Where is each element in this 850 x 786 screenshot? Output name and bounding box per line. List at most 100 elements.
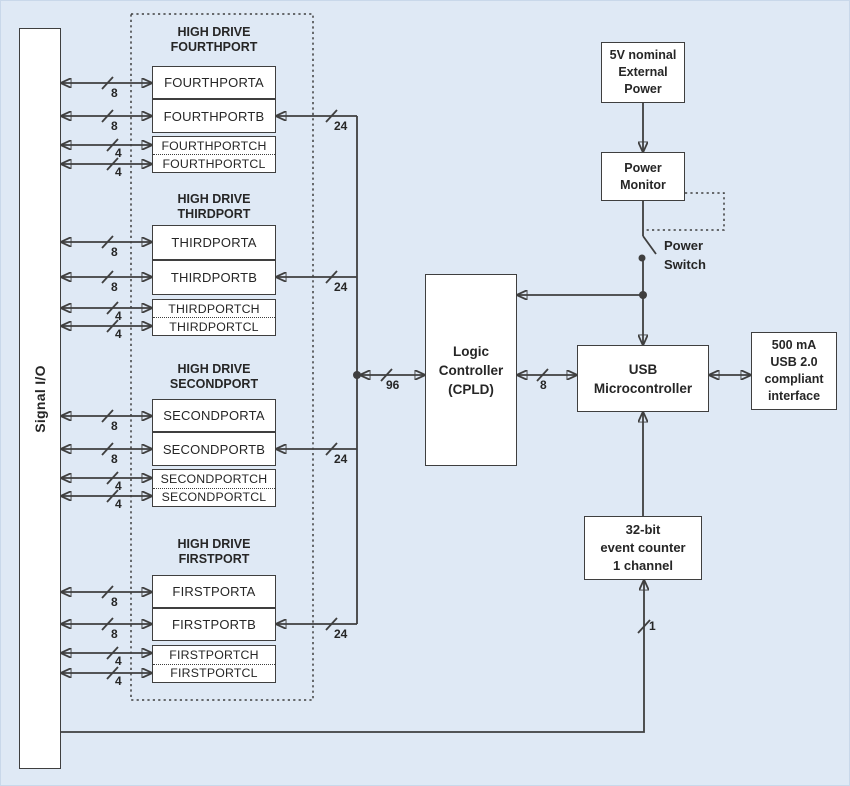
usb-mcu-label-line: USB	[628, 361, 658, 377]
bus-width-label: 4	[115, 146, 122, 160]
port-label: SECONDPORTCH	[160, 471, 268, 486]
power-monitor-label-line: Monitor	[620, 177, 666, 192]
cpld-label-line: Controller	[438, 362, 504, 378]
signal-io-box: Signal I/O	[19, 28, 61, 769]
port-label: FOURTHPORTA	[164, 75, 264, 90]
secondport-chcl-box: SECONDPORTCH SECONDPORTCL	[152, 469, 276, 507]
bus-width-label: 4	[115, 674, 122, 688]
bus-width-label: 8	[111, 595, 118, 609]
power-monitor-box: Power Monitor	[601, 152, 685, 201]
fourthport-cl-cell: FOURTHPORTCL	[153, 155, 275, 172]
port-label: FOURTHPORTCH	[161, 138, 267, 153]
group-title-fourthport: HIGH DRIVE FOURTHPORT	[134, 25, 294, 54]
power-switch-label: Power Switch	[664, 236, 706, 274]
counter-links	[61, 412, 651, 733]
bus-width-label: 24	[334, 280, 348, 294]
power-monitor-label-line: Power	[624, 160, 662, 175]
bus-width-label: 24	[334, 627, 348, 641]
group-title-secondport: HIGH DRIVE SECONDPORT	[134, 362, 294, 391]
cpld-label-line: (CPLD)	[448, 381, 494, 397]
bus-width-label: 1	[649, 619, 656, 633]
group-title-line: FIRSTPORT	[178, 551, 250, 566]
secondport-cl-cell: SECONDPORTCL	[153, 489, 275, 507]
power-path	[639, 103, 725, 345]
group-title-line: HIGH DRIVE	[177, 25, 251, 39]
fourthport-b-box: FOURTHPORTB	[152, 99, 276, 133]
port-label: FIRSTPORTCL	[170, 666, 258, 681]
bus-width-label: 96	[386, 378, 400, 392]
port-label: FIRSTPORTA	[172, 584, 256, 599]
bus-width-label: 4	[115, 309, 122, 323]
group-title-line: HIGH DRIVE	[177, 537, 251, 551]
signal-bus-arrows	[61, 76, 152, 680]
switch-blade	[642, 235, 657, 255]
port-label: FIRSTPORTB	[171, 617, 257, 632]
event-counter-box: 32-bit event counter 1 channel	[584, 516, 702, 580]
event-counter-label-line: event counter	[600, 540, 686, 555]
fourthport-a-box: FOURTHPORTA	[152, 66, 276, 99]
external-power-label-line: Power	[624, 82, 662, 96]
bus-width-label: 8	[111, 627, 118, 641]
port-label: THIRDPORTCL	[169, 319, 259, 334]
high-drive-group-outline	[130, 13, 314, 701]
fourthport-ch-cell: FOURTHPORTCH	[153, 137, 275, 155]
bus-width-label: 8	[111, 452, 118, 466]
port-label: THIRDPORTB	[170, 270, 258, 285]
firstport-a-box: FIRSTPORTA	[152, 575, 276, 608]
port-label: FOURTHPORTB	[163, 108, 265, 124]
bus-width-label: 24	[334, 452, 348, 466]
usb-interface-label-line: 500 mA	[771, 338, 817, 352]
external-power-label-line: 5V nominal	[609, 48, 677, 62]
bus-width-label: 8	[111, 245, 118, 259]
bus-width-label: 8	[111, 280, 118, 294]
bus-width-label: 4	[115, 654, 122, 668]
thirdport-ch-cell: THIRDPORTCH	[153, 300, 275, 318]
group-title-line: THIRDPORT	[177, 206, 251, 221]
group-title-firstport: HIGH DRIVE FIRSTPORT	[134, 537, 294, 566]
bus-width-label: 8	[111, 86, 118, 100]
secondport-a-box: SECONDPORTA	[152, 399, 276, 432]
bus-width-label: 4	[115, 497, 122, 511]
secondport-b-box: SECONDPORTB	[152, 432, 276, 466]
power-switch-label-line: Switch	[664, 257, 706, 272]
thirdport-a-box: THIRDPORTA	[152, 225, 276, 260]
thirdport-cl-cell: THIRDPORTCL	[153, 318, 275, 335]
switch-terminal-dot	[638, 254, 646, 262]
port-label: THIRDPORTCH	[168, 301, 260, 316]
port-bus-lines	[276, 109, 361, 631]
external-power-box: 5V nominal External Power	[601, 42, 685, 103]
power-switch-label-line: Power	[664, 238, 704, 253]
usb-mcu-label-line: Microcontroller	[593, 380, 693, 396]
usb-interface-box: 500 mA USB 2.0 compliant interface	[751, 332, 837, 410]
cpld-links	[360, 291, 647, 382]
thirdport-chcl-box: THIRDPORTCH THIRDPORTCL	[152, 299, 276, 336]
firstport-cl-cell: FIRSTPORTCL	[153, 665, 275, 683]
port-label: SECONDPORTB	[162, 441, 266, 457]
cpld-box: Logic Controller (CPLD)	[425, 274, 517, 466]
cpld-label-line: Logic	[453, 343, 489, 359]
port-label: THIRDPORTA	[171, 235, 257, 250]
port-label: FOURTHPORTCL	[162, 156, 266, 171]
bus-junction-dot	[353, 371, 361, 379]
port-label: FIRSTPORTCH	[169, 647, 259, 662]
bus-width-label: 8	[111, 419, 118, 433]
group-title-line: SECONDPORT	[169, 376, 259, 391]
usb-interface-label-line: USB 2.0	[770, 355, 818, 369]
bus-width-label: 4	[115, 327, 122, 341]
port-label: SECONDPORTA	[163, 408, 265, 423]
usb-interface-label-line: interface	[767, 389, 821, 403]
bus-width-label: 24	[334, 119, 348, 133]
group-title-line: FOURTHPORT	[170, 39, 258, 54]
firstport-b-box: FIRSTPORTB	[152, 608, 276, 641]
fourthport-chcl-box: FOURTHPORTCH FOURTHPORTCL	[152, 136, 276, 173]
secondport-ch-cell: SECONDPORTCH	[153, 470, 275, 489]
signal-io-label: Signal I/O	[32, 364, 49, 433]
port-label: SECONDPORTCL	[161, 490, 267, 505]
bus-width-label: 8	[540, 378, 547, 392]
firstport-chcl-box: FIRSTPORTCH FIRSTPORTCL	[152, 645, 276, 683]
bus-width-label: 4	[115, 479, 122, 493]
usb-interface-label-line: compliant	[764, 372, 824, 386]
group-title-line: HIGH DRIVE	[177, 192, 251, 206]
